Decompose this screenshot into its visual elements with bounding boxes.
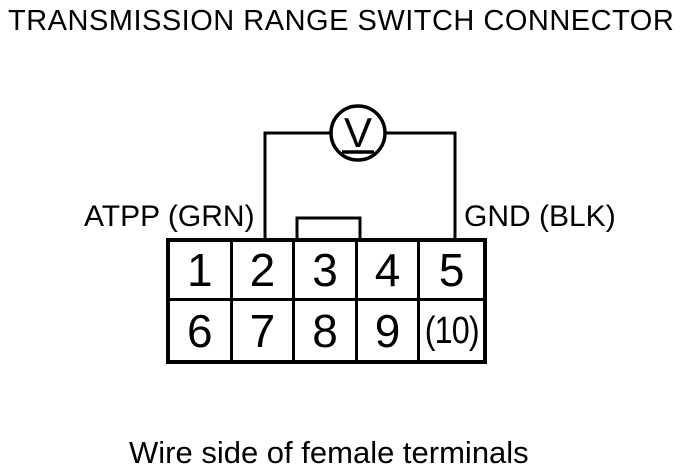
- terminal-label: 5: [438, 244, 465, 296]
- terminal-cell-7: 7: [233, 301, 296, 360]
- voltmeter-symbol: V: [344, 109, 372, 156]
- terminal-cell-9: 9: [358, 301, 421, 360]
- gnd-pin-label: GND (BLK): [464, 200, 616, 233]
- terminal-cell-6: 6: [170, 301, 233, 360]
- connector-body: 1 2 3 4 5 6 7 8 9 (10): [166, 238, 487, 364]
- terminal-cell-2: 2: [232, 242, 296, 301]
- terminal-label: 1: [187, 244, 213, 296]
- terminal-cell-5: 5: [420, 242, 483, 301]
- terminal-cell-4: 4: [357, 242, 421, 301]
- voltmeter-icon: [329, 104, 387, 162]
- terminal-label: 9: [374, 304, 401, 357]
- terminal-label: 6: [187, 304, 213, 357]
- terminal-label: (10): [424, 309, 480, 352]
- terminal-label: 7: [249, 304, 276, 357]
- terminal-label: 8: [312, 304, 338, 357]
- terminal-label: 3: [312, 244, 338, 296]
- connector-key-tab: [295, 216, 362, 240]
- terminal-cell-1: 1: [170, 242, 233, 301]
- terminal-cell-3: 3: [295, 242, 358, 301]
- atpp-pin-label: ATPP (GRN): [84, 200, 255, 233]
- terminal-cell-10: (10): [420, 301, 483, 360]
- terminal-label: 4: [374, 244, 401, 296]
- terminal-label: 2: [249, 244, 276, 296]
- terminal-cell-8: 8: [295, 301, 358, 360]
- diagram-caption: Wire side of female terminals: [129, 435, 529, 470]
- page-title: TRANSMISSION RANGE SWITCH CONNECTOR: [8, 5, 675, 37]
